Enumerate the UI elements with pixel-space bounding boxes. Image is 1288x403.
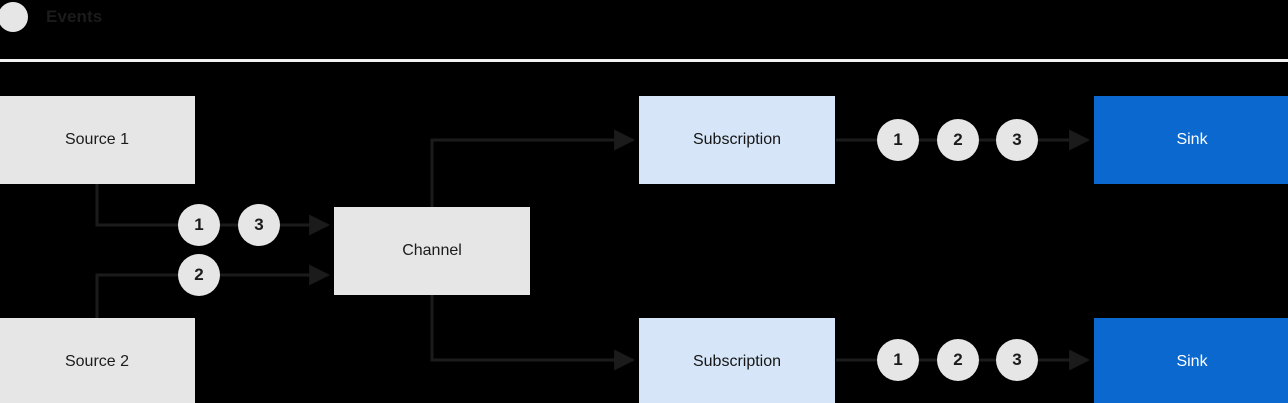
event-token-label: 3 [254,215,264,234]
legend: Events [0,0,102,34]
node-label: Source 2 [64,353,130,371]
event-token: 3 [238,204,280,246]
node-sink-1[interactable]: Sink [1094,96,1288,184]
node-label: Source 1 [64,131,130,149]
event-token: 2 [937,119,979,161]
event-token-label: 3 [1012,350,1022,369]
node-channel[interactable]: Channel [334,207,530,295]
legend-label: Events [46,7,103,26]
event-token-label: 1 [194,215,204,234]
event-token: 3 [996,339,1038,381]
node-source-2[interactable]: Source 2 [0,318,195,403]
node-label: Sink [1176,131,1208,149]
edge-channel-to-subscription-2 [430,295,636,371]
event-token: 1 [877,339,919,381]
event-token-label: 1 [893,350,903,369]
event-token: 1 [877,119,919,161]
node-label: Sink [1176,353,1208,371]
event-token: 2 [178,254,220,296]
event-token-label: 3 [1012,130,1022,149]
event-dot-icon [0,2,28,32]
node-label: Subscription [692,353,782,371]
event-token-label: 1 [893,130,903,149]
header-divider [0,59,1288,62]
node-source-1[interactable]: Source 1 [0,96,195,184]
node-sink-2[interactable]: Sink [1094,318,1288,403]
node-subscription-1[interactable]: Subscription [639,96,835,184]
node-label: Channel [402,242,462,260]
edge-channel-to-subscription-1 [430,129,636,207]
event-token: 1 [178,204,220,246]
event-token: 2 [937,339,979,381]
event-token-label: 2 [953,350,963,369]
event-token: 3 [996,119,1038,161]
node-label: Subscription [692,131,782,149]
node-subscription-2[interactable]: Subscription [639,318,835,403]
event-token-label: 2 [953,130,963,149]
event-token-label: 2 [194,265,204,284]
